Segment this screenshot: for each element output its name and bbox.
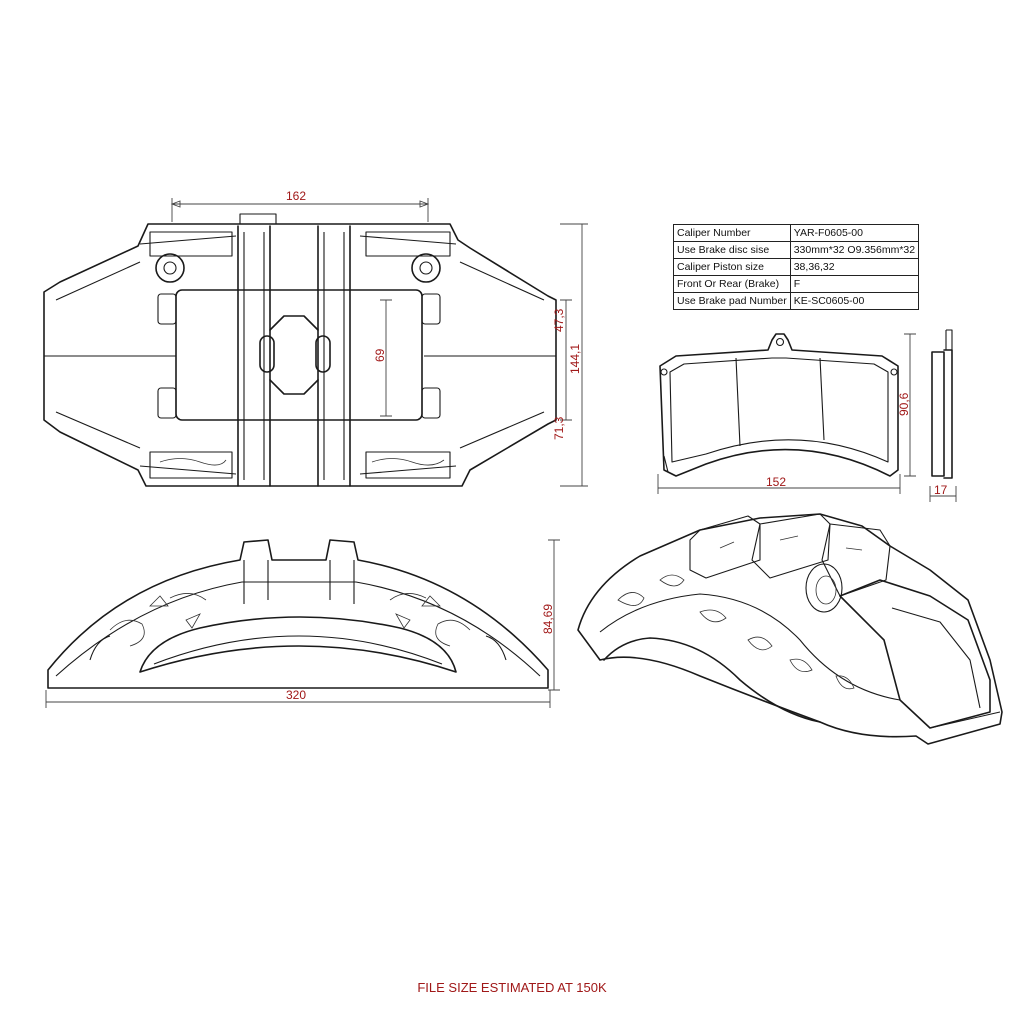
dim-side-height: 84,69 [541, 604, 555, 634]
dim-pad-height: 90,6 [897, 392, 911, 416]
spec-label: Caliper Number [673, 224, 791, 242]
spec-label: Use Brake pad Number [673, 292, 791, 310]
dim-upper-height: 47,3 [552, 308, 566, 332]
spec-value: 38,36,32 [789, 258, 920, 276]
caliper-isometric-view [577, 513, 1003, 745]
spec-value: F [789, 275, 920, 293]
caliper-top-view [43, 213, 557, 487]
spec-row: Caliper Piston size 38,36,32 [673, 258, 920, 276]
dim-lower-height: 71,3 [552, 416, 566, 440]
side-view-dimensions [45, 539, 560, 708]
dim-side-width: 320 [286, 688, 306, 702]
spec-row: Use Brake pad Number KE-SC0605-00 [673, 292, 920, 310]
spec-table: Caliper Number YAR-F0605-00 Use Brake di… [673, 224, 920, 310]
dim-pad-width: 152 [766, 475, 786, 489]
spec-value: 330mm*32 O9.356mm*32 [789, 241, 920, 259]
dim-pad-window-height: 69 [373, 348, 387, 362]
brake-pad-side-view [931, 329, 953, 479]
caliper-side-view [47, 539, 549, 689]
footer-note: FILE SIZE ESTIMATED AT 150K [417, 980, 607, 995]
spec-value: YAR-F0605-00 [789, 224, 920, 242]
spec-row: Front Or Rear (Brake) F [673, 275, 920, 293]
spec-label: Caliper Piston size [673, 258, 791, 276]
spec-label: Use Brake disc sise [673, 241, 791, 259]
spec-row: Caliper Number YAR-F0605-00 [673, 224, 920, 242]
top-view-dimensions [170, 198, 588, 487]
dim-total-height: 144,1 [568, 344, 582, 374]
spec-row: Use Brake disc sise 330mm*32 O9.356mm*32 [673, 241, 920, 259]
dim-top-width: 162 [286, 189, 306, 203]
spec-label: Front Or Rear (Brake) [673, 275, 791, 293]
spec-value: KE-SC0605-00 [789, 292, 920, 310]
pad-dimensions [657, 333, 957, 502]
brake-pad-front-view [659, 333, 899, 477]
dim-pad-thickness: 17 [934, 483, 948, 497]
